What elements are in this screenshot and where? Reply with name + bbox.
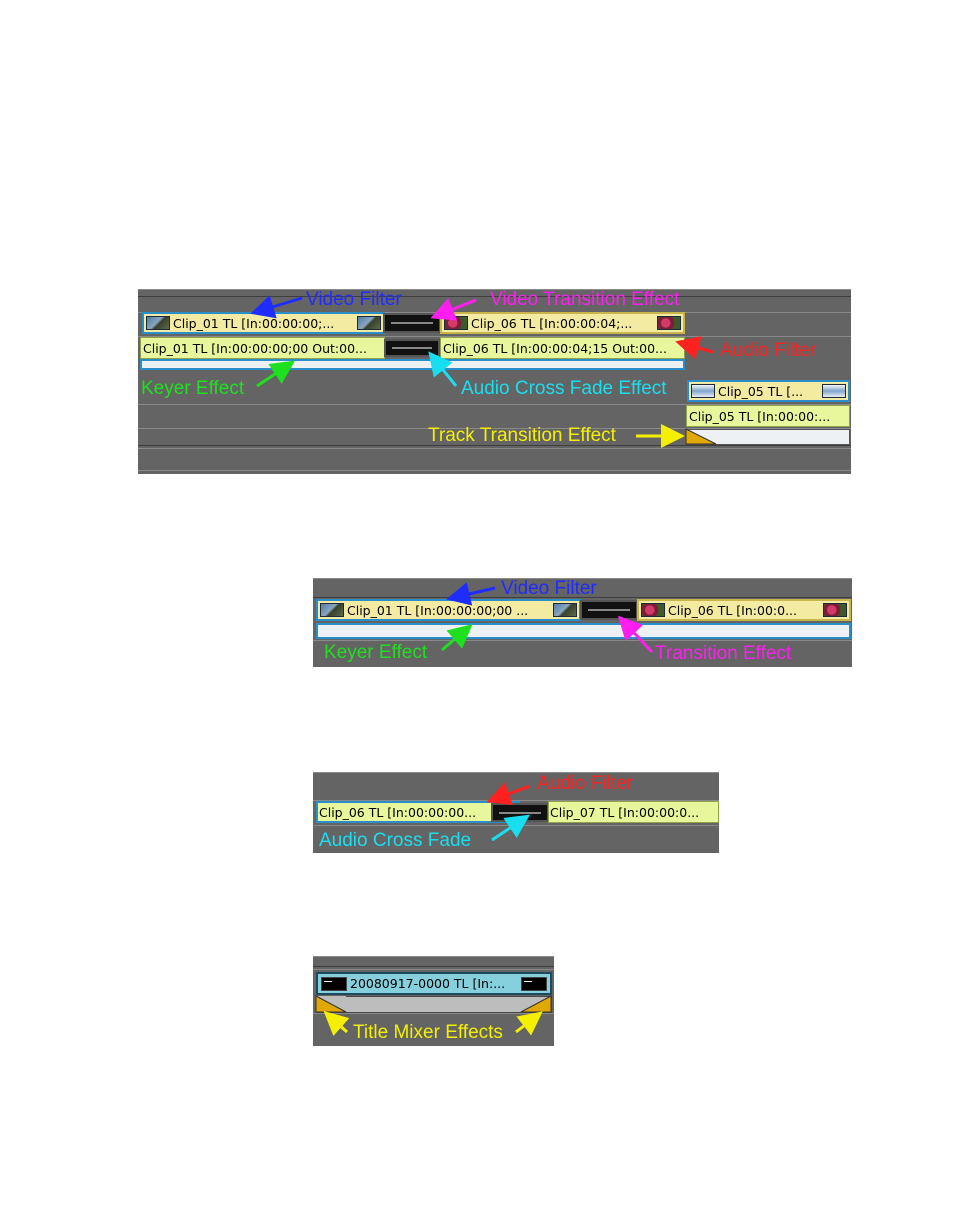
clip-label: Clip_06 TL [In:00:00:00... (319, 804, 477, 820)
clip-label: Clip_06 TL [In:00:00:04;... (471, 315, 633, 331)
video-clip-clip06[interactable]: Clip_06 TL [In:00:0... (637, 599, 851, 621)
arrow-keyer-effect (441, 624, 473, 652)
track-divider (138, 448, 851, 449)
clip-thumbnail-icon (823, 603, 847, 617)
audio-clip-clip01[interactable]: Clip_01 TL [In:00:00:00;00 Out:00... (140, 337, 385, 359)
track-divider (138, 445, 851, 446)
track-divider (138, 470, 851, 471)
track-divider (138, 428, 851, 429)
clip-label: 20080917-0000 TL [In:... (350, 976, 506, 991)
arrow-video-transition (430, 298, 477, 321)
label-video-filter: Video Filter (501, 578, 597, 599)
audio-clip-clip07[interactable]: Clip_07 TL [In:00:00:0... (548, 801, 719, 823)
track-divider (138, 336, 851, 337)
video-clip-clip06[interactable]: Clip_06 TL [In:00:00:04;... (440, 312, 685, 334)
label-audio-filter: Audio Filter (537, 773, 634, 794)
clip-thumbnail-icon (641, 603, 665, 617)
track-divider (138, 296, 851, 297)
arrow-video-filter (446, 582, 496, 606)
title-clip[interactable]: 20080917-0000 TL [In:... (316, 972, 552, 995)
label-keyer-effect: Keyer Effect (141, 378, 245, 399)
clip-label: Clip_05 TL [In:00:00:... (689, 408, 831, 424)
track-divider (313, 772, 719, 773)
track-divider (138, 404, 851, 405)
label-title-mixer-effects: Title Mixer Effects (353, 1022, 503, 1043)
arrow-video-filter (250, 295, 303, 319)
clip-label: Clip_01 TL [In:00:00:00;... (173, 315, 335, 331)
label-transition-effect: Transition Effect (655, 643, 792, 664)
video-clip-clip01[interactable]: Clip_01 TL [In:00:00:00;... (142, 312, 385, 334)
clip-label: Clip_07 TL [In:00:00:0... (550, 804, 700, 820)
track-divider (313, 956, 554, 957)
timeline-panel-3: Clip_06 TL [In:00:00:00... Clip_07 TL [I… (313, 772, 719, 853)
track-divider (138, 289, 851, 290)
clip-label: Clip_05 TL [... (718, 383, 804, 399)
track-divider (313, 597, 852, 598)
track-divider (313, 640, 852, 641)
clip-label: Clip_01 TL [In:00:00:00;00 Out:00... (143, 340, 367, 356)
label-track-transition-effect: Track Transition Effect (428, 425, 616, 446)
keyer-track-bar[interactable] (140, 359, 685, 370)
track-divider (313, 578, 852, 579)
clip-thumbnail-icon (321, 976, 347, 991)
clip-label: Clip_01 TL [In:00:00:00;00 ... (347, 602, 529, 618)
audio-clip-clip05[interactable]: Clip_05 TL [In:00:00:... (686, 405, 850, 427)
arrow-title-mixer-in (323, 1010, 350, 1036)
arrow-audio-cross-fade (428, 351, 458, 387)
timeline-panel-1: Clip_01 TL [In:00:00:00;... Clip_06 TL [… (138, 289, 851, 474)
track-divider (313, 800, 719, 801)
transition-effect[interactable] (580, 600, 638, 620)
arrow-keyer-effect (256, 360, 295, 388)
audio-clip-clip06[interactable]: Clip_06 TL [In:00:00:04;15 Out:00... (440, 337, 685, 359)
clip-thumbnail-icon (521, 976, 547, 991)
clip-thumbnail-icon (553, 603, 577, 617)
clip-thumbnail-icon (320, 603, 344, 617)
track-divider (313, 966, 554, 967)
arrow-title-mixer-out (515, 1011, 543, 1036)
clip-thumbnail-icon (146, 316, 170, 330)
clip-label: Clip_06 TL [In:00:00:04;15 Out:00... (443, 340, 667, 356)
video-clip-clip05[interactable]: Clip_05 TL [... (687, 380, 850, 402)
timeline-panel-4: 20080917-0000 TL [In:... (313, 956, 554, 1046)
arrow-audio-filter (486, 782, 531, 806)
arrow-audio-cross-fade (491, 814, 530, 842)
clip-thumbnail-icon (822, 384, 846, 398)
track-transition-marker[interactable] (685, 428, 726, 449)
title-mixer-in-marker[interactable] (315, 995, 356, 1016)
track-divider (313, 969, 554, 970)
arrow-audio-filter (675, 336, 714, 360)
clip-thumbnail-icon (657, 316, 681, 330)
audio-cross-fade-effect[interactable] (384, 339, 440, 357)
label-keyer-effect: Keyer Effect (324, 642, 428, 663)
label-audio-cross-fade-effect: Audio Cross Fade Effect (461, 378, 667, 399)
clip-thumbnail-icon (357, 316, 381, 330)
arrow-transition-effect (617, 615, 654, 654)
label-audio-filter: Audio Filter (720, 340, 817, 361)
audio-clip-clip06[interactable]: Clip_06 TL [In:00:00:00... (316, 801, 520, 823)
clip-label: Clip_06 TL [In:00:0... (668, 602, 797, 618)
track-divider (313, 1013, 554, 1014)
label-video-filter: Video Filter (306, 289, 402, 310)
label-video-transition-effect: Video Transition Effect (490, 289, 680, 310)
label-audio-cross-fade: Audio Cross Fade (319, 830, 472, 851)
clip-thumbnail-icon (691, 384, 715, 398)
